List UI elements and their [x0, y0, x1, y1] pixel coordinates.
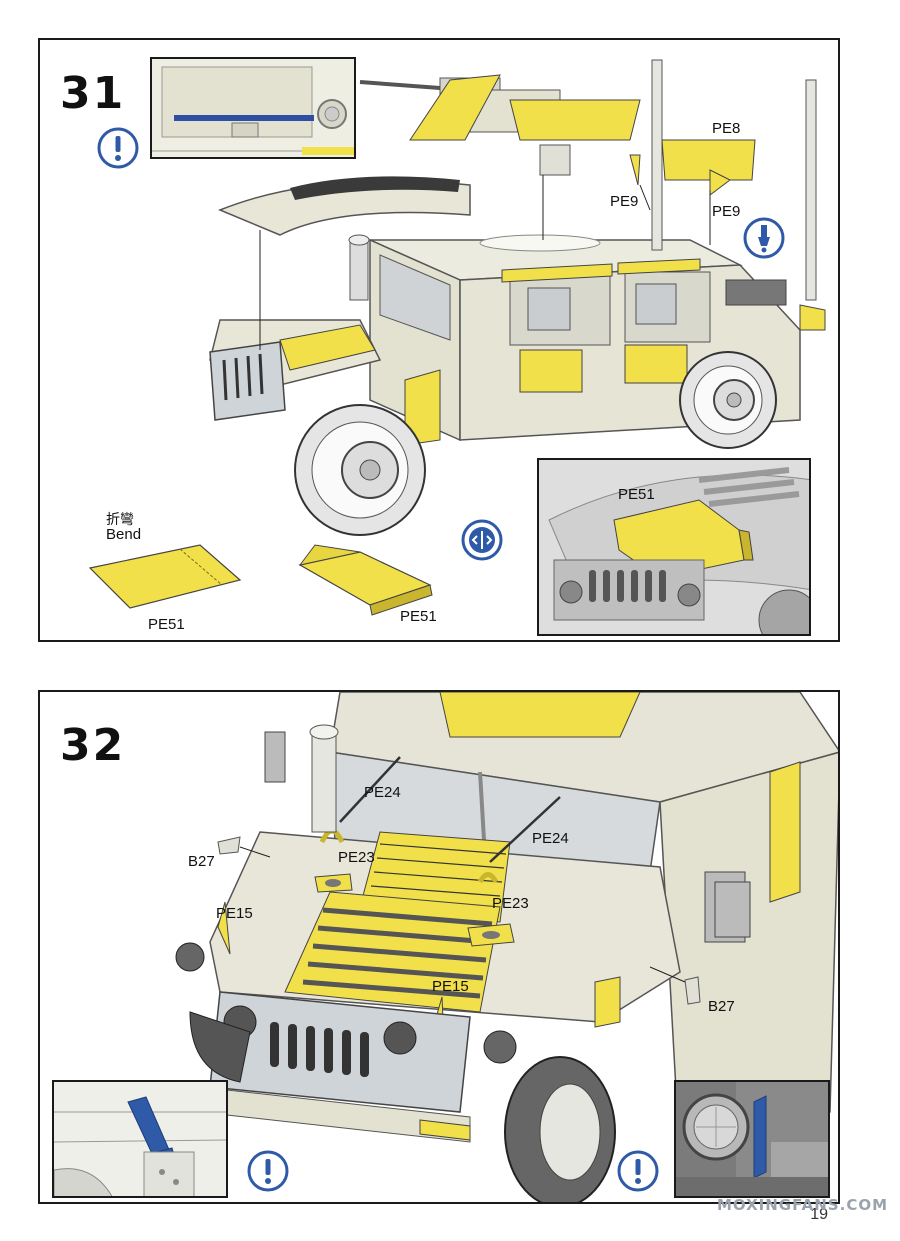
label-pe8: PE8 [712, 120, 741, 137]
both-sides-icon [460, 518, 504, 562]
paint-icon [742, 216, 786, 260]
label-pe51-inset: PE51 [618, 486, 655, 503]
step-32-panel: 32 [38, 690, 840, 1204]
page-number: 19 [810, 1206, 828, 1223]
label-b27-right: B27 [708, 998, 735, 1015]
attention-icon [96, 126, 140, 170]
label-pe51-flat: PE51 [148, 616, 185, 633]
vehicle-illustration-31 [40, 40, 838, 640]
label-pe24-right: PE24 [532, 830, 569, 847]
label-b27-left: B27 [188, 853, 215, 870]
label-pe23-right: PE23 [492, 895, 529, 912]
hood-detail-inset [537, 458, 811, 636]
label-bend-en: Bend [106, 526, 142, 543]
label-pe24-left: PE24 [364, 784, 401, 801]
step-number: 31 [60, 68, 126, 119]
site-watermark: MOXINGFANS.COM [716, 1196, 888, 1214]
label-pe51-bent: PE51 [400, 608, 437, 625]
label-pe9-left: PE9 [610, 193, 639, 210]
attention-icon-left [246, 1149, 290, 1193]
interior-detail-inset [150, 57, 356, 159]
mirror-detail-inset [52, 1080, 228, 1198]
label-pe15-left: PE15 [216, 905, 253, 922]
label-pe23-left: PE23 [338, 849, 375, 866]
label-bend-cn: 折彎 [106, 512, 134, 528]
step-number: 32 [60, 720, 126, 771]
step-31-panel: 31 [38, 38, 840, 642]
attention-icon-right [616, 1149, 660, 1193]
label-pe9-right: PE9 [712, 203, 741, 220]
vehicle-illustration-32 [40, 692, 838, 1202]
headlight-detail-inset [674, 1080, 830, 1198]
label-pe15-right: PE15 [432, 978, 469, 995]
